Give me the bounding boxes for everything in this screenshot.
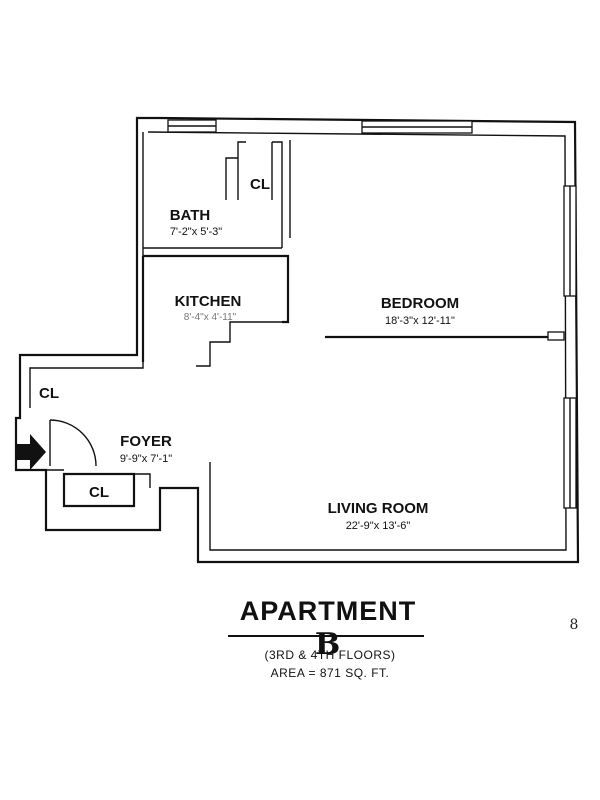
title-underline bbox=[228, 635, 424, 637]
entry-door-swing bbox=[49, 419, 97, 467]
kitchen-label: KITCHEN bbox=[175, 293, 242, 310]
living-room-dims: 22'-9"x 13'-6" bbox=[346, 520, 411, 532]
bath-label: BATH bbox=[170, 207, 211, 224]
margin-mark: 8 bbox=[569, 617, 579, 633]
bath-closet-label: CL bbox=[250, 176, 270, 193]
kitchen-wall bbox=[141, 254, 290, 362]
apartment-letter: B bbox=[314, 627, 342, 662]
kitchen-counter bbox=[196, 321, 282, 367]
exterior-wall bbox=[14, 116, 580, 564]
foyer-label: FOYER bbox=[120, 433, 172, 450]
bedroom-label: BEDROOM bbox=[381, 295, 459, 312]
foyer-closet-label: CL bbox=[89, 484, 109, 501]
divider-pier bbox=[547, 331, 565, 341]
bedroom-dims: 18'-3"x 12'-11" bbox=[385, 315, 455, 327]
area-label: AREA = 871 SQ. FT. bbox=[270, 666, 390, 680]
bath-closet-wall bbox=[225, 141, 283, 248]
exterior-wall-inner bbox=[29, 131, 567, 551]
bath-dims: 7'-2"x 5'-3" bbox=[170, 226, 222, 238]
living-room-label: LIVING ROOM bbox=[328, 500, 429, 517]
entry-arrow-icon bbox=[16, 434, 46, 470]
apartment-title: APARTMENT B bbox=[228, 596, 428, 662]
apartment-title-text: APARTMENT bbox=[239, 596, 417, 626]
foyer-dims: 9'-9"x 7'-1" bbox=[120, 453, 172, 465]
foyer-closet-wall bbox=[62, 472, 136, 508]
floors-label: (3RD & 4TH FLOORS) bbox=[264, 648, 396, 662]
kitchen-dims: 8'-4"x 4'-11" bbox=[184, 312, 237, 323]
entry-closet-label: CL bbox=[39, 385, 59, 402]
